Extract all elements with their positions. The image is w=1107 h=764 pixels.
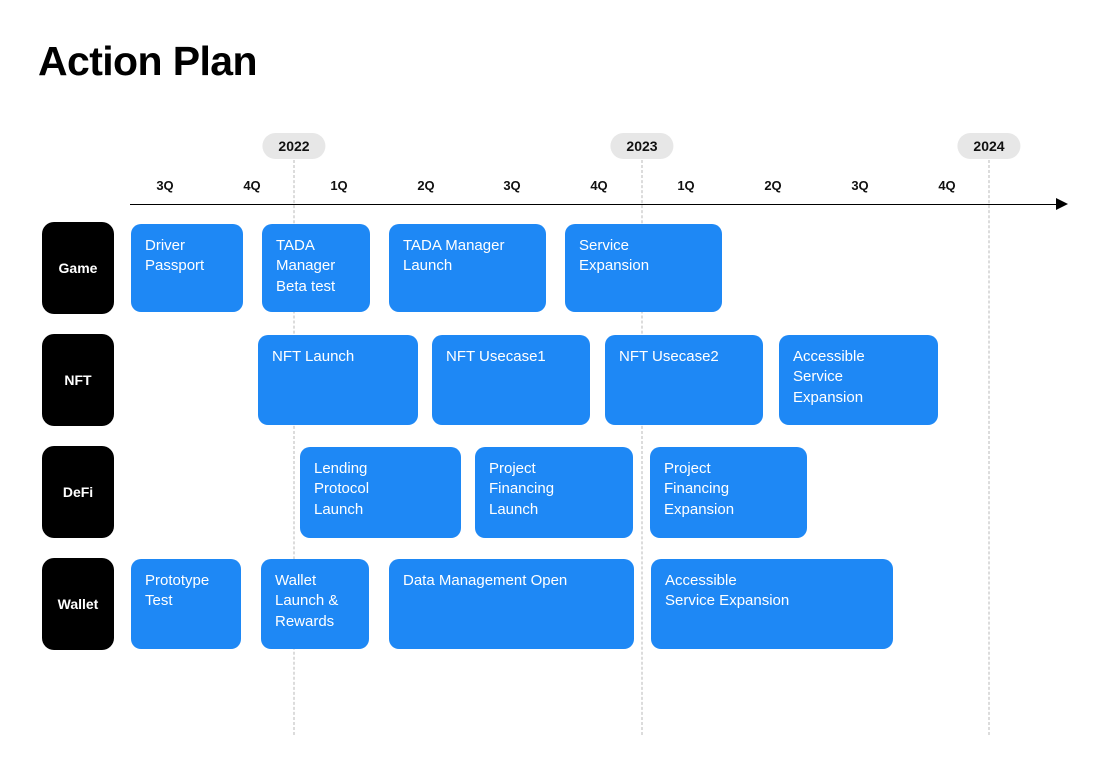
page-title: Action Plan [38,38,258,84]
task-bar[interactable]: Prototype Test [131,559,241,649]
task-bar[interactable]: Driver Passport [131,224,243,312]
quarter-label: 3Q [851,178,869,193]
task-bar-label: Project Financing Expansion [664,460,735,518]
task-bar-label: NFT Launch [272,348,355,365]
year-divider-2023 [641,160,643,735]
year-divider-2022 [293,160,295,735]
task-bar-label: Accessible Service Expansion [665,572,790,610]
task-bar-label: Driver Passport [145,237,205,275]
task-bar[interactable]: Wallet Launch & Rewards [261,559,369,649]
timeline-axis-arrow-icon [1056,198,1068,210]
task-bar-label: TADA Manager Launch [403,237,505,275]
task-bar[interactable]: NFT Launch [258,335,418,425]
year-pill-2022: 2022 [262,133,326,159]
quarter-label: 1Q [677,178,695,193]
task-bar[interactable]: Accessible Service Expansion [651,559,893,649]
task-bar[interactable]: NFT Usecase1 [432,335,590,425]
task-bar[interactable]: TADA Manager Launch [389,224,546,312]
quarter-label: 1Q [330,178,348,193]
task-bar-label: Service Expansion [579,237,650,275]
task-bar-label: Accessible Service Expansion [793,348,865,406]
task-bar-label: Prototype Test [145,572,210,610]
task-bar-label: Lending Protocol Launch [314,460,370,518]
task-bar-label: Data Management Open [403,572,568,589]
quarter-label: 2Q [417,178,435,193]
task-bar[interactable]: NFT Usecase2 [605,335,763,425]
row-label-wallet[interactable]: Wallet [42,558,114,650]
quarter-label: 2Q [764,178,782,193]
task-bar-label: Project Financing Launch [489,460,555,518]
task-bar-label: TADA Manager Beta test [276,237,336,295]
year-pill-2024: 2024 [957,133,1021,159]
task-bar-label: NFT Usecase2 [619,348,719,365]
quarter-label: 4Q [590,178,608,193]
quarter-label: 4Q [938,178,956,193]
task-bar[interactable]: TADA Manager Beta test [262,224,370,312]
row-label-nft[interactable]: NFT [42,334,114,426]
task-bar[interactable]: Service Expansion [565,224,722,312]
row-label-defi[interactable]: DeFi [42,446,114,538]
quarter-label: 4Q [243,178,261,193]
timeline-axis-line [130,204,1060,205]
year-pill-2023: 2023 [610,133,674,159]
task-bar[interactable]: Accessible Service Expansion [779,335,938,425]
quarter-label: 3Q [156,178,174,193]
task-bar-label: Wallet Launch & Rewards [275,572,339,630]
quarter-label: 3Q [503,178,521,193]
task-bar-label: NFT Usecase1 [446,348,546,365]
task-bar[interactable]: Project Financing Expansion [650,447,807,538]
task-bar[interactable]: Lending Protocol Launch [300,447,461,538]
task-bar[interactable]: Data Management Open [389,559,634,649]
row-label-game[interactable]: Game [42,222,114,314]
year-divider-2024 [988,160,990,735]
task-bar[interactable]: Project Financing Launch [475,447,633,538]
